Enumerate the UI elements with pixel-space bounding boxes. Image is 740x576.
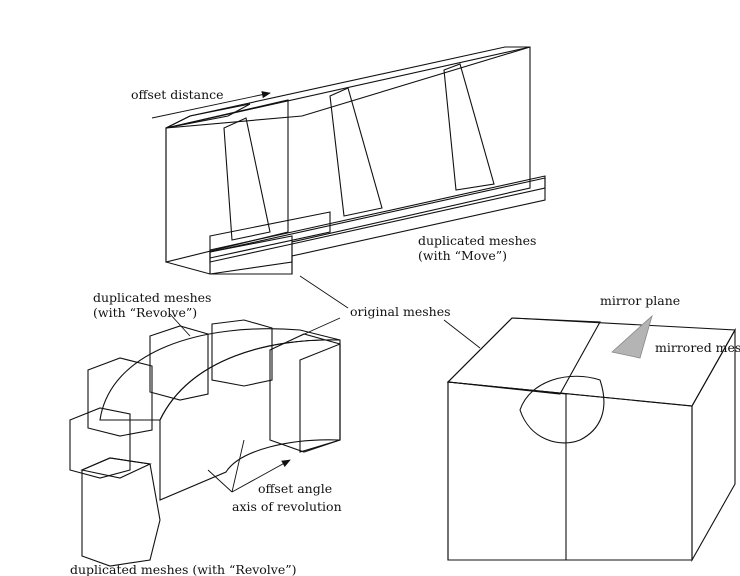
label-offset-angle: offset angle	[258, 481, 332, 496]
block-cavity	[519, 375, 605, 444]
gear-tooth-4	[211, 319, 273, 387]
gear-tooth-2	[87, 357, 153, 437]
leader-dup-revolve-top	[169, 313, 191, 337]
rib-1	[223, 117, 271, 241]
label-offset-distance: offset distance	[131, 87, 224, 102]
gear-tooth-original-side	[299, 343, 341, 453]
ring-inner-wall	[159, 339, 341, 501]
label-dup-move-line2: (with “Move”)	[418, 248, 507, 263]
leader-original-top	[299, 275, 349, 309]
block-front-face	[447, 381, 693, 561]
label-dup-move-line1: duplicated meshes	[418, 233, 536, 248]
label-axis-of-revolution: axis of revolution	[232, 499, 342, 514]
label-mirrored-mesh: mirrored mesh	[655, 340, 740, 355]
move-mesh-group	[151, 46, 546, 275]
offset-distance-arrow	[151, 91, 271, 119]
axis-line-1	[231, 439, 245, 493]
leader-original-right	[443, 319, 481, 349]
block-top-face	[446, 317, 736, 407]
block-top-original	[446, 317, 601, 395]
offset-angle-arrow	[231, 459, 291, 493]
block-front-original	[447, 381, 567, 561]
label-dup-revolve-bottom: duplicated meshes (with “Revolve”)	[70, 562, 297, 576]
axis-line-2	[207, 469, 233, 493]
wall-front-face-original	[165, 99, 289, 263]
mirror-plane-symbol	[611, 314, 653, 359]
revolve-mesh-group	[69, 319, 341, 567]
label-mirror-plane: mirror plane	[600, 293, 680, 308]
base-top-face-original	[209, 211, 331, 259]
base-front-face-original	[209, 235, 293, 275]
gear-tooth-front-top	[80, 457, 152, 479]
mirror-mesh-group	[446, 314, 736, 563]
label-dup-revolve-top-line2: (with “Revolve”)	[93, 305, 197, 320]
gear-tooth-3	[149, 325, 209, 401]
block-side-face	[691, 327, 736, 563]
gear-tooth-original	[269, 333, 341, 453]
rib-2	[329, 87, 383, 217]
gear-tooth-front	[81, 457, 161, 567]
leader-original-left	[299, 317, 341, 337]
gear-tooth-1	[69, 407, 131, 479]
label-original-meshes: original meshes	[350, 304, 451, 319]
label-dup-revolve-top-line1: duplicated meshes	[93, 290, 211, 305]
ring-top-face	[99, 328, 341, 421]
wall-top-face-original	[165, 103, 251, 129]
rib-3	[443, 63, 495, 191]
